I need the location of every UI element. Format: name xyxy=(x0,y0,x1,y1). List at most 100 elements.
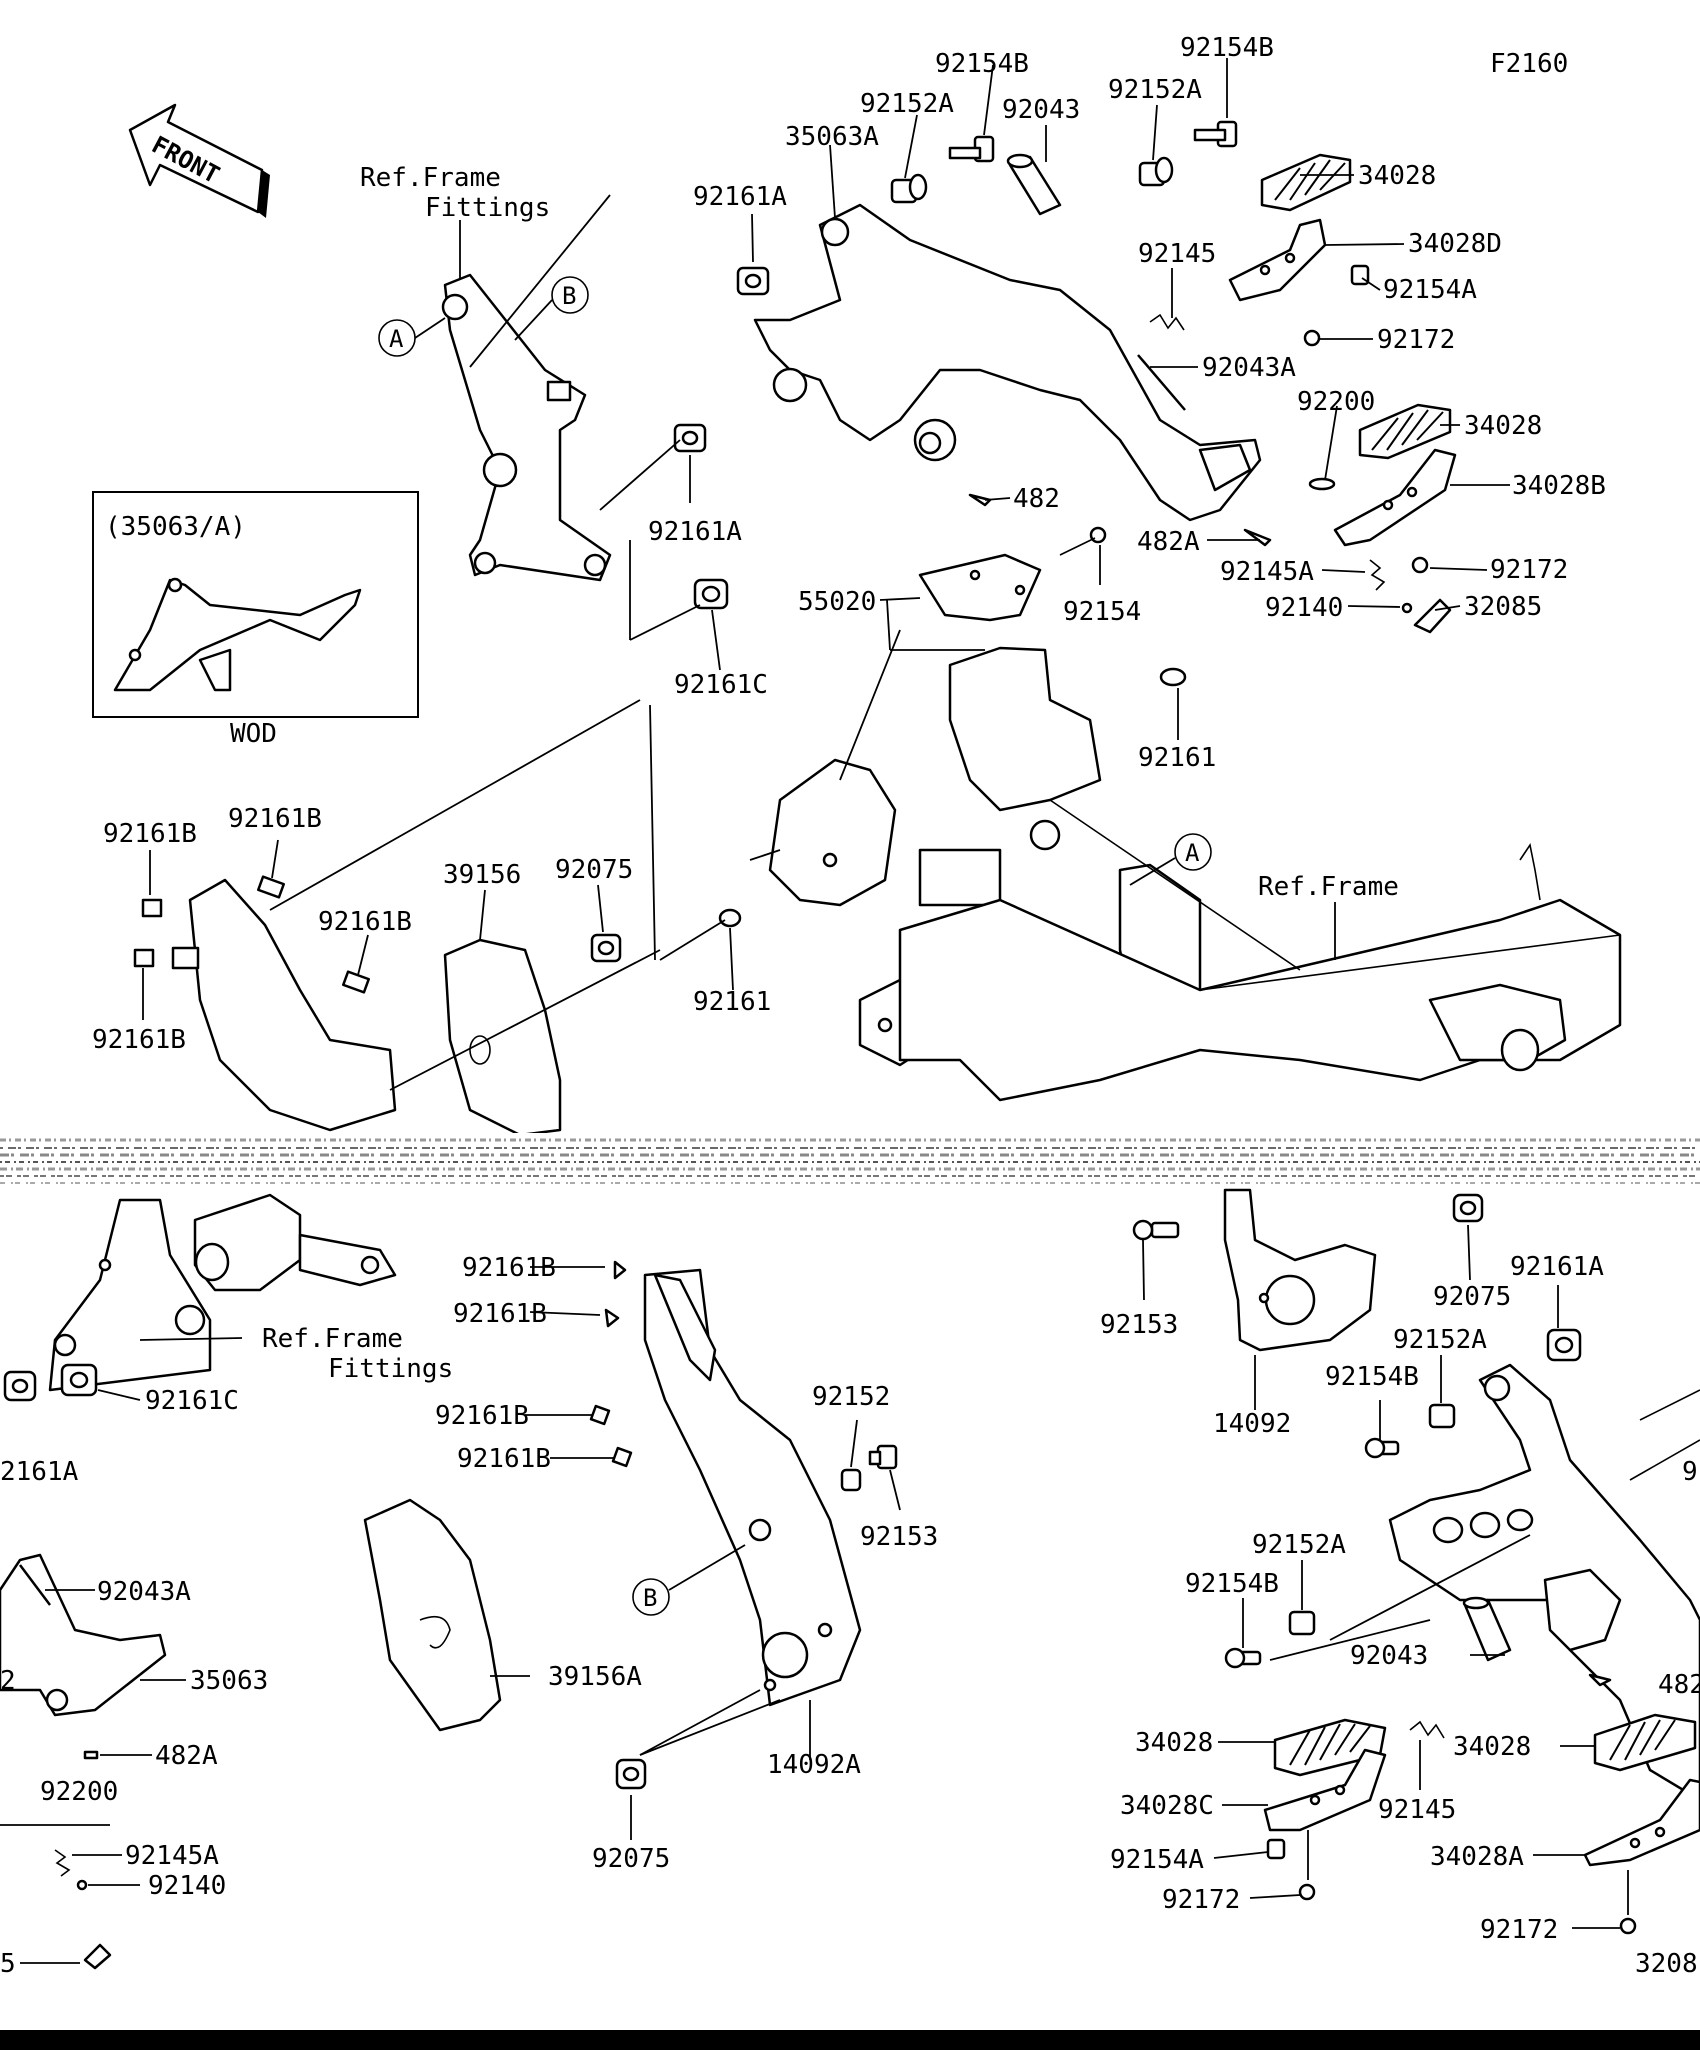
label-92161-b: 92161 xyxy=(693,987,771,1017)
figure-code: F2160 xyxy=(1490,49,1568,79)
marker-b-top: B xyxy=(514,276,589,341)
label-92172-d: 92172 xyxy=(1480,1915,1558,1945)
label-92161C-a: 92161C xyxy=(674,670,768,700)
bush-92161C-b xyxy=(60,1363,98,1397)
marker-a-frame: A xyxy=(1129,833,1212,886)
label-92043A-b: 92043A xyxy=(97,1577,191,1607)
label-92140-a: 92140 xyxy=(1265,593,1343,623)
ref-frame-fittings-top-line2: Fittings xyxy=(425,193,550,223)
inset-box: (35063/A) xyxy=(92,491,419,718)
bush-92161A-d xyxy=(1546,1328,1582,1362)
label-482A-a: 482A xyxy=(1137,527,1200,557)
main-frame xyxy=(768,646,1622,1102)
label-92145A-b: 92145A xyxy=(125,1841,219,1871)
label-92075-c: 92075 xyxy=(1433,1282,1511,1312)
label-34028-a: 34028 xyxy=(1358,161,1436,191)
bolt-92172-a xyxy=(1303,329,1321,347)
clip-482-b xyxy=(1588,1673,1612,1687)
pin-92043-b xyxy=(1462,1596,1512,1662)
rubber-92161B-f xyxy=(604,1308,620,1328)
label-5-cut: 5 xyxy=(0,1949,16,1979)
label-92153-b: 92153 xyxy=(1100,1310,1178,1340)
label-92075-b: 92075 xyxy=(592,1844,670,1874)
label-92154B-d: 92154B xyxy=(1185,1569,1279,1599)
label-34028-b: 34028 xyxy=(1464,411,1542,441)
ball-92140-b xyxy=(76,1879,88,1891)
ref-frame-fittings-bottom-line1: Ref.Frame xyxy=(262,1324,403,1354)
label-92152A-b: 92152A xyxy=(1108,75,1202,105)
label-92161A-a: 92161A xyxy=(693,182,787,212)
bush-92075-c xyxy=(1452,1193,1484,1223)
washer-92200-a xyxy=(1308,477,1336,491)
bush-92161A-b xyxy=(673,423,707,453)
label-92161B-e: 92161B xyxy=(462,1253,556,1283)
spring-92145A-a xyxy=(1369,559,1386,591)
label-34028A: 34028A xyxy=(1430,1842,1524,1872)
footrest-rubber-34028-b xyxy=(1358,403,1452,460)
bush-92161A-a xyxy=(736,266,770,296)
label-34028D: 34028D xyxy=(1408,229,1502,259)
label-92154: 92154 xyxy=(1063,597,1141,627)
rubber-92161B-e xyxy=(613,1260,627,1280)
bush-92161A-c xyxy=(3,1370,37,1402)
label-14092A: 14092A xyxy=(767,1750,861,1780)
bush-92161-a xyxy=(1159,667,1187,687)
label-482-cut: 482 xyxy=(1658,1670,1700,1700)
footrest-rubber-34028-d xyxy=(1593,1713,1697,1772)
svg-text:B: B xyxy=(643,1584,657,1612)
label-92145-a: 92145 xyxy=(1138,239,1216,269)
label-39156: 39156 xyxy=(443,860,521,890)
label-92172-b: 92172 xyxy=(1490,555,1568,585)
detent-32085-a xyxy=(1413,598,1452,634)
label-92153-a: 92153 xyxy=(860,1522,938,1552)
bolt-92153-b xyxy=(1132,1219,1180,1241)
marker-a-top: A xyxy=(378,317,446,357)
label-92161B-a: 92161B xyxy=(103,819,197,849)
label-92172-c: 92172 xyxy=(1162,1885,1240,1915)
ref-frame-label: Ref.Frame xyxy=(1258,872,1399,902)
marker-b-bottom: B xyxy=(632,1544,746,1616)
rubber-92161B-b xyxy=(257,875,285,899)
label-92140-b: 92140 xyxy=(148,1871,226,1901)
label-55020: 55020 xyxy=(798,587,876,617)
bush-92161C-a xyxy=(693,578,729,610)
spring-92145-b xyxy=(1409,1720,1445,1739)
label-92161A-c: 2161A xyxy=(0,1457,79,1487)
top-leaders xyxy=(142,58,1510,1091)
label-92161A-d: 92161A xyxy=(1510,1252,1604,1282)
label-92161C-b: 92161C xyxy=(145,1386,239,1416)
label-92200-b: 92200 xyxy=(40,1777,118,1807)
label-92152A-c: 92152A xyxy=(1393,1325,1487,1355)
label-92161B-d: 92161B xyxy=(92,1025,186,1055)
label-2-cut: 2 xyxy=(0,1666,16,1696)
label-92161-a: 92161 xyxy=(1138,743,1216,773)
shield-39156 xyxy=(443,938,562,1137)
bolt-92172-b xyxy=(1411,556,1429,574)
bush-92161-b xyxy=(718,908,742,928)
rubber-92161B-g xyxy=(589,1404,611,1426)
label-39156A: 39156A xyxy=(548,1662,642,1692)
bolt-92154B-a xyxy=(948,135,995,163)
collar-92152A-c xyxy=(1428,1403,1456,1429)
label-34028-d: 34028 xyxy=(1453,1732,1531,1762)
label-32085-a: 32085 xyxy=(1464,592,1542,622)
rubber-92161B-c xyxy=(342,970,370,994)
spring-92145-a xyxy=(1149,313,1185,331)
rubber-92161B-a xyxy=(141,898,163,918)
footrest-rubber-34028-a xyxy=(1260,153,1352,212)
footrest-34028A xyxy=(1583,1778,1700,1867)
label-92154A-a: 92154A xyxy=(1383,275,1477,305)
footrest-bracket-right-bottom xyxy=(1388,1363,1700,1802)
bottom-leaders xyxy=(0,1224,1629,1964)
label-92161B-c: 92161B xyxy=(318,907,412,937)
footrest-34028D xyxy=(1228,218,1327,302)
label-34028C: 34028C xyxy=(1120,1791,1214,1821)
label-3208-cut: 3208 xyxy=(1635,1949,1698,1979)
label-92154B-b: 92154B xyxy=(1180,33,1274,63)
inset-caption: WOD xyxy=(230,719,277,749)
label-92152: 92152 xyxy=(812,1382,890,1412)
bush-92075-b xyxy=(615,1758,647,1790)
label-92161A-b: 92161A xyxy=(648,517,742,547)
clip-482A-b xyxy=(83,1750,99,1760)
label-482A-b: 482A xyxy=(155,1741,218,1771)
